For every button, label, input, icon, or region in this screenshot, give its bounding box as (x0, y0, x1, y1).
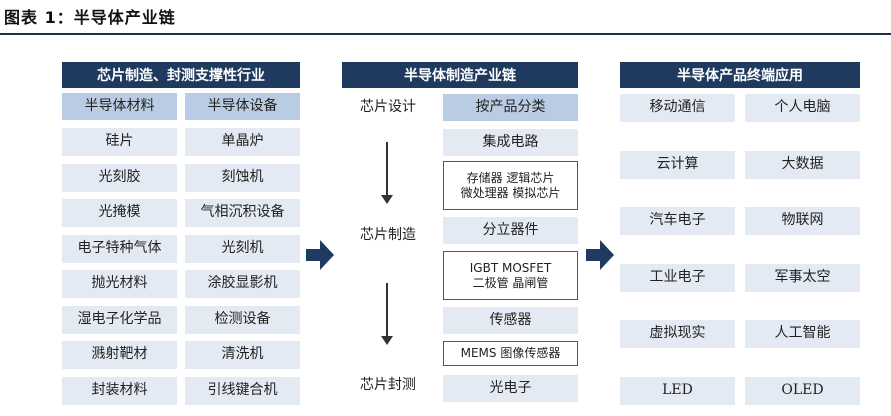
material-label: 硅片 (105, 133, 134, 150)
application-label: 人工智能 (774, 325, 831, 342)
equipment-item: 引线键合机 (185, 376, 300, 405)
application-label: LED (662, 381, 693, 398)
equipment-header: 半导体设备 (185, 93, 300, 120)
application-item: 移动通信 (620, 94, 735, 122)
material-item: 电子特种气体 (62, 234, 177, 263)
equipment-item: 单晶炉 (185, 128, 300, 156)
stage-design: 芯片设计 (360, 98, 416, 115)
down-arrow-icon (381, 142, 393, 204)
material-label: 电子特种气体 (77, 239, 162, 256)
classify-header: 按产品分类 (443, 94, 578, 121)
application-label: 军事太空 (774, 268, 831, 285)
application-label: 物联网 (781, 212, 824, 229)
equipment-item: 检测设备 (185, 305, 300, 334)
application-label: 虚拟现实 (649, 325, 706, 342)
application-label: 汽车电子 (649, 212, 706, 229)
middle-panel-header: 半导体制造产业链 (342, 62, 578, 88)
product-label-line2: 微处理器 模拟芯片 (460, 185, 561, 200)
product-category: 光电子 (443, 375, 578, 402)
product-category: 集成电路 (443, 129, 578, 156)
title-rule (0, 33, 891, 35)
flow-arrow-right-icon (306, 240, 334, 270)
product-category: 传感器 (443, 307, 578, 334)
down-arrow-icon (381, 283, 393, 345)
product-subtypes-box: MEMS 图像传感器 (443, 341, 578, 366)
material-label: 光刻胶 (98, 168, 141, 185)
application-item: 工业电子 (620, 263, 735, 292)
application-label: OLED (781, 381, 824, 398)
equipment-label: 气相沉积设备 (200, 204, 285, 221)
application-label: 工业电子 (649, 268, 706, 285)
application-item: OLED (745, 376, 860, 405)
application-item: 个人电脑 (745, 94, 860, 122)
equipment-label: 单晶炉 (221, 133, 264, 150)
material-item: 湿电子化学品 (62, 305, 177, 334)
flow-arrow-right-icon (586, 240, 614, 270)
figure-title: 图表 1：半导体产业链 (4, 8, 176, 27)
product-label: 存储器 逻辑芯片 (466, 170, 555, 185)
stage-packaging: 芯片封测 (360, 376, 416, 393)
product-label: IGBT MOSFET (469, 260, 552, 275)
application-item: 虚拟现实 (620, 320, 735, 348)
application-item: 云计算 (620, 150, 735, 179)
application-item: 军事太空 (745, 263, 860, 292)
equipment-label: 刻蚀机 (221, 168, 264, 185)
application-item: 物联网 (745, 207, 860, 235)
material-label: 封装材料 (91, 381, 148, 398)
material-label: 抛光材料 (91, 275, 148, 292)
product-label-line2: 二极管 晶闸管 (472, 275, 549, 290)
equipment-label: 清洗机 (221, 346, 264, 363)
equipment-label: 检测设备 (214, 310, 271, 327)
material-label: 湿电子化学品 (77, 310, 162, 327)
material-label: 光掩模 (98, 204, 141, 221)
product-label: 传感器 (489, 311, 532, 328)
equipment-label: 引线键合机 (207, 381, 278, 398)
application-label: 大数据 (781, 155, 824, 172)
materials-header: 半导体材料 (62, 93, 177, 120)
right-panel-header: 半导体产品终端应用 (620, 62, 860, 88)
product-subtypes-box: 存储器 逻辑芯片微处理器 模拟芯片 (443, 161, 578, 210)
product-category: 分立器件 (443, 217, 578, 244)
left-panel-header: 芯片制造、封测支撑性行业 (62, 62, 300, 88)
equipment-label: 光刻机 (221, 239, 264, 256)
application-item: LED (620, 376, 735, 405)
material-item: 硅片 (62, 128, 177, 156)
product-label: 集成电路 (482, 133, 539, 150)
equipment-item: 清洗机 (185, 341, 300, 369)
equipment-label: 涂胶显影机 (207, 275, 278, 292)
equipment-item: 气相沉积设备 (185, 199, 300, 227)
stage-manufacture: 芯片制造 (360, 226, 416, 243)
material-item: 光刻胶 (62, 163, 177, 192)
material-item: 光掩模 (62, 199, 177, 227)
equipment-item: 光刻机 (185, 234, 300, 263)
material-item: 抛光材料 (62, 270, 177, 298)
product-label: 光电子 (489, 379, 532, 396)
application-item: 汽车电子 (620, 207, 735, 235)
application-item: 人工智能 (745, 320, 860, 348)
product-label: MEMS 图像传感器 (460, 346, 561, 360)
application-label: 移动通信 (649, 99, 706, 116)
application-item: 大数据 (745, 150, 860, 179)
application-label: 个人电脑 (774, 99, 831, 116)
material-item: 溅射靶材 (62, 341, 177, 369)
material-item: 封装材料 (62, 376, 177, 405)
product-label: 分立器件 (482, 221, 539, 238)
application-label: 云计算 (656, 155, 699, 172)
equipment-item: 刻蚀机 (185, 163, 300, 192)
equipment-item: 涂胶显影机 (185, 270, 300, 298)
material-label: 溅射靶材 (91, 346, 148, 363)
